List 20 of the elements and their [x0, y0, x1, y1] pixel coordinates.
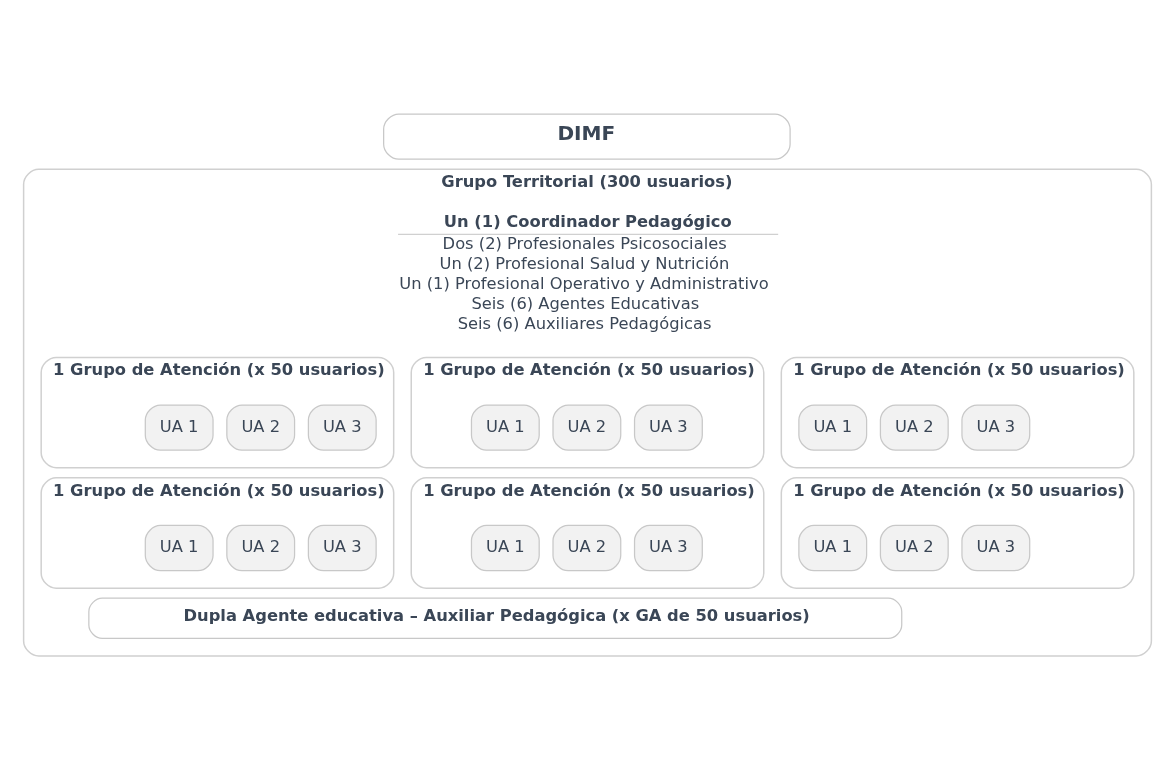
- node-box: UA 1: [144, 404, 214, 451]
- node-box: UA 2: [226, 404, 296, 451]
- node-box: UA 3: [961, 524, 1031, 572]
- node-box: UA 3: [307, 404, 377, 451]
- node-box: UA 3: [633, 524, 703, 572]
- node-box: UA 1: [798, 524, 868, 572]
- node-box: UA 2: [226, 524, 296, 572]
- node-box: UA 1: [798, 404, 868, 451]
- node-box: UA 2: [552, 404, 622, 451]
- node-box: UA 1: [470, 404, 540, 451]
- node-box: UA 3: [307, 524, 377, 572]
- node-box: UA 1: [144, 524, 214, 572]
- node-box: UA 1: [470, 524, 540, 572]
- node-box: UA 3: [961, 404, 1031, 451]
- node-box: DIMF: [383, 113, 791, 160]
- node-box: UA 2: [879, 404, 949, 451]
- node-box: UA 2: [552, 524, 622, 572]
- node-box: UA 2: [879, 524, 949, 572]
- node-box: UA 3: [633, 404, 703, 451]
- node-box: Dupla Agente educativa – Auxiliar Pedagógica (x GA de 50 usuarios): [88, 597, 903, 639]
